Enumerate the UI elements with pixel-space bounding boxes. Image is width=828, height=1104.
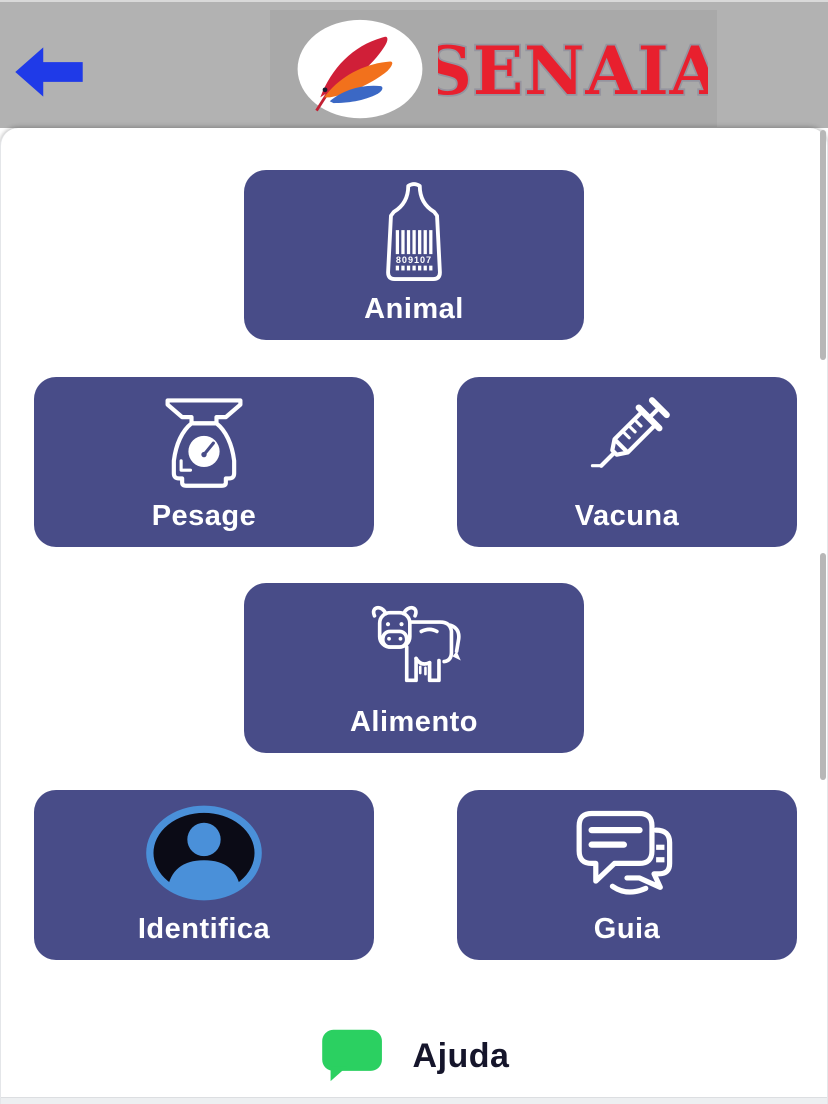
animal-label: Animal: [364, 293, 464, 325]
guia-label: Guia: [593, 913, 661, 945]
brand-title: SENAIA: [422, 24, 722, 121]
help-label: Ajuda: [412, 1037, 510, 1075]
chat-bubbles-icon: [457, 790, 797, 915]
pesage-button[interactable]: Pesage: [34, 377, 374, 547]
app-logo-icon: [290, 18, 430, 127]
vacuna-label: Vacuna: [574, 500, 680, 532]
person-icon: [34, 790, 374, 915]
animal-button[interactable]: 809107 Animal: [244, 170, 584, 340]
help-chat-icon: [319, 1027, 387, 1086]
brand-banner: SENAIA: [270, 10, 723, 127]
main-menu-card: 809107 Animal Pesage: [0, 128, 828, 1104]
back-arrow-icon: [12, 47, 86, 103]
syringe-icon: [457, 377, 797, 502]
identifica-label: Identifica: [137, 913, 271, 945]
help-button[interactable]: Ajuda: [1, 1026, 827, 1087]
back-button[interactable]: [12, 44, 86, 100]
alimento-button[interactable]: Alimento: [244, 583, 584, 753]
scrollbar-thumb[interactable]: [820, 130, 826, 360]
guia-button[interactable]: Guia: [457, 790, 797, 960]
bottom-edge-strip: [1, 1097, 827, 1104]
scrollbar-thumb[interactable]: [820, 553, 826, 780]
ear-tag-icon: 809107: [244, 170, 584, 295]
pesage-label: Pesage: [151, 500, 257, 532]
cow-icon: [244, 583, 584, 708]
identifica-button[interactable]: Identifica: [34, 790, 374, 960]
ear-tag-number: 809107: [396, 255, 432, 265]
scale-icon: [34, 377, 374, 502]
vacuna-button[interactable]: Vacuna: [457, 377, 797, 547]
alimento-label: Alimento: [349, 706, 479, 738]
app-header: SENAIA: [0, 0, 828, 128]
brand-text: SENAIA: [438, 32, 708, 110]
